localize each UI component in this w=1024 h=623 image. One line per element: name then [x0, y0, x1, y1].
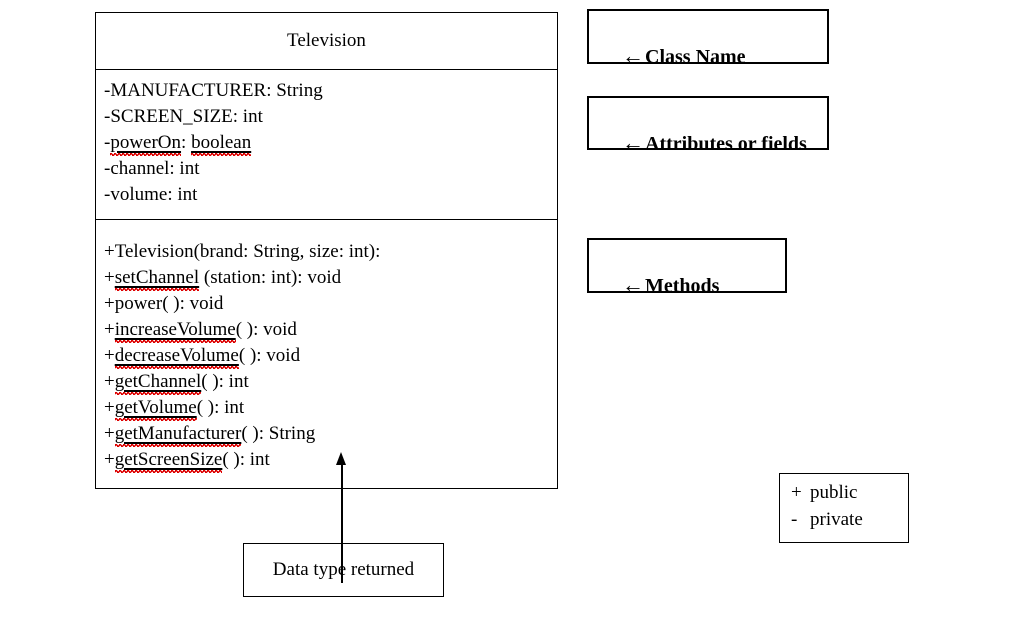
- uml-methods-compartment: +Television(brand: String, size: int):+s…: [96, 220, 557, 473]
- member-text: +: [104, 449, 115, 470]
- attributes-label: Attributes or fields: [645, 133, 807, 155]
- member-text: +: [104, 319, 115, 340]
- uml-class-box: Television -MANUFACTURER: String -SCREEN_…: [95, 12, 558, 489]
- misspelled-word: decreaseVolume: [114, 345, 239, 369]
- member-text: -volume: int: [104, 184, 198, 205]
- private-label: private: [810, 509, 863, 530]
- attribute-line: -SCREEN_SIZE: int: [104, 104, 551, 130]
- uml-attributes-compartment: -MANUFACTURER: String -SCREEN_SIZE: int -p…: [96, 70, 557, 220]
- member-text: +Television(brand: String, size: int):: [104, 241, 381, 262]
- private-symbol: -: [791, 509, 798, 530]
- misspelled-word: boolean: [191, 132, 252, 156]
- public-symbol: +: [791, 482, 802, 503]
- method-line: +Television(brand: String, size: int):: [104, 239, 551, 265]
- class-name-label-box: ←Class Name: [587, 9, 829, 68]
- member-text: +: [104, 371, 115, 392]
- visibility-legend-box: + public -private: [779, 473, 909, 543]
- attribute-line: -MANUFACTURER: String: [104, 78, 551, 104]
- class-name-label: Class Name: [645, 46, 746, 68]
- method-line: +getVolume( ): int: [104, 395, 551, 421]
- member-text: ( ): int: [196, 397, 245, 418]
- member-text: +power( ): void: [104, 293, 224, 314]
- member-text: +: [104, 345, 115, 366]
- member-text: -channel: int: [104, 158, 200, 179]
- member-text: :: [181, 132, 192, 153]
- misspelled-word: getVolume: [114, 397, 197, 421]
- legend-row-private: -private: [791, 506, 908, 533]
- misspelled-word: getChannel: [114, 371, 202, 395]
- up-arrow-icon: [336, 452, 346, 465]
- uml-class-name: Television: [96, 13, 557, 70]
- member-text: ( ): int: [201, 371, 249, 392]
- member-text: ( ): String: [241, 423, 316, 444]
- member-text: +: [104, 423, 115, 444]
- method-line: +decreaseVolume( ): void: [104, 343, 551, 369]
- member-text: ( ): int: [222, 449, 270, 470]
- member-text: (station: int): void: [199, 267, 342, 288]
- callout-label: Data type returned: [272, 559, 415, 580]
- up-arrow-line: [341, 462, 343, 583]
- attribute-line: -volume: int: [104, 182, 551, 208]
- method-line: +power( ): void: [104, 291, 551, 317]
- left-arrow-icon: ←: [622, 272, 644, 297]
- methods-label: Methods: [645, 275, 720, 297]
- method-line: +getScreenSize( ): int: [104, 447, 551, 473]
- attribute-line: -channel: int: [104, 156, 551, 182]
- member-text: -MANUFACTURER: String: [104, 80, 323, 101]
- member-text: -: [104, 132, 111, 153]
- member-text: ( ): void: [235, 319, 297, 340]
- data-type-callout-box: Data type returned: [243, 543, 444, 597]
- legend-row-public: + public: [791, 479, 908, 506]
- misspelled-word: getScreenSize: [114, 449, 223, 473]
- methods-label-box: ←Methods: [587, 238, 787, 297]
- attributes-label-box: ←Attributes or fields: [587, 96, 829, 155]
- method-line: +getChannel( ): int: [104, 369, 551, 395]
- member-text: +: [104, 267, 115, 288]
- misspelled-word: getManufacturer: [114, 423, 242, 447]
- attribute-line: -powerOn: boolean: [104, 130, 551, 156]
- member-text: +: [104, 397, 115, 418]
- method-line: +getManufacturer( ): String: [104, 421, 551, 447]
- method-line: +setChannel (station: int): void: [104, 265, 551, 291]
- misspelled-word: increaseVolume: [114, 319, 236, 343]
- left-arrow-icon: ←: [622, 130, 644, 155]
- left-arrow-icon: ←: [622, 43, 644, 68]
- misspelled-word: setChannel: [114, 267, 200, 291]
- method-line: +increaseVolume( ): void: [104, 317, 551, 343]
- public-label: public: [810, 482, 858, 503]
- member-text: ( ): void: [238, 345, 301, 366]
- misspelled-word: powerOn: [110, 132, 182, 156]
- member-text: -SCREEN_SIZE: int: [104, 106, 263, 127]
